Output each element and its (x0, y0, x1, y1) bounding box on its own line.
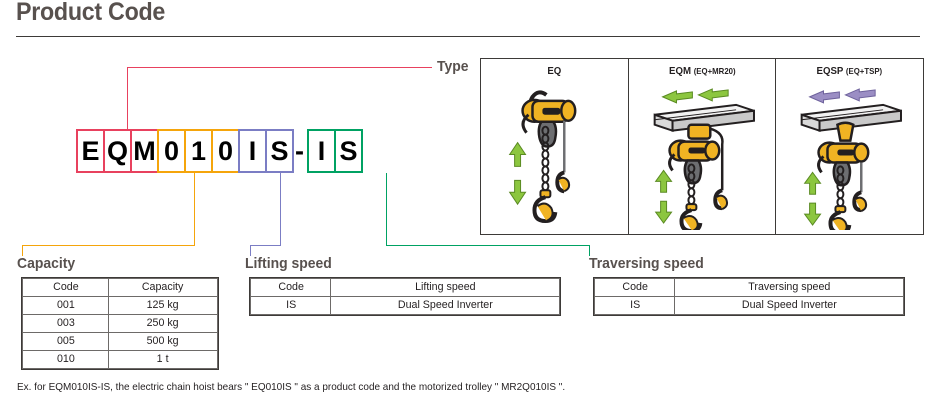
illustration-title-eqsp: EQSP (EQ+TSP) (782, 65, 917, 77)
code-char-lift-s: S (265, 129, 294, 173)
code-group-traversing-speed: I S (307, 129, 363, 173)
illustration-title-eq: EQ (487, 65, 622, 77)
traversing-speed-heading: Traversing speed (589, 255, 704, 272)
traversing-connector-vertical (386, 173, 387, 245)
capacity-value-010: 1 t (109, 350, 217, 369)
capacity-table: Code Capacity 001 125 kg 003 250 kg 005 … (21, 277, 219, 370)
code-char-trav-i: I (307, 129, 336, 173)
illustration-code-eqsp: EQSP (816, 65, 844, 77)
table-row: 003 250 kg (23, 314, 218, 333)
illustration-code-eq: EQ (547, 65, 562, 77)
lifting-connector-vertical (280, 173, 281, 245)
illustration-code-eqm: EQM (668, 65, 691, 77)
illustration-cell-eqsp: EQSP (EQ+TSP) (775, 59, 923, 234)
hoist-type-illustration-panel: EQ (480, 58, 924, 235)
type-label: Type (437, 58, 469, 75)
code-char-trav-s: S (334, 129, 363, 173)
traversing-col-code: Code (595, 278, 675, 297)
illustration-cell-eqm: EQM (EQ+MR20) (627, 59, 776, 234)
capacity-col-code: Code (23, 278, 108, 297)
table-header-row: Code Lifting speed (251, 278, 560, 297)
hoist-icon-eqsp (776, 81, 923, 230)
capacity-value-003: 250 kg (109, 314, 217, 333)
capacity-code-003: 003 (23, 314, 108, 333)
hoist-icon-eqm (629, 81, 776, 230)
table-row: 010 1 t (23, 350, 218, 369)
lifting-speed-heading: Lifting speed (245, 255, 332, 272)
code-group-capacity: 0 1 0 (157, 129, 240, 173)
example-footnote: Ex. for EQM010IS-IS, the electric chain … (17, 381, 566, 393)
traversing-col-value: Traversing speed (677, 278, 901, 297)
code-char-q: Q (103, 129, 132, 173)
code-char-m: M (130, 129, 159, 173)
code-char-e: E (76, 129, 105, 173)
title-divider (16, 36, 920, 37)
lifting-col-value: Lifting speed (333, 278, 557, 297)
lifting-connector-horizontal (250, 245, 281, 246)
illustration-cell-eq: EQ (481, 59, 628, 234)
lifting-col-code: Code (251, 278, 331, 297)
illustration-suffix-eqm: (EQ+MR20) (693, 66, 736, 76)
page-title: Product Code (16, 0, 166, 26)
capacity-value-005: 500 kg (109, 332, 217, 351)
capacity-connector-drop (22, 245, 23, 256)
code-char-cap-1: 1 (184, 129, 213, 173)
table-header-row: Code Capacity (23, 278, 218, 297)
table-row: 001 125 kg (23, 296, 218, 315)
capacity-value-001: 125 kg (109, 296, 217, 315)
lifting-connector-drop (250, 245, 251, 256)
lifting-code-is: IS (251, 296, 331, 315)
code-char-cap-0: 0 (157, 129, 186, 173)
illustration-title-eqm: EQM (EQ+MR20) (635, 65, 770, 77)
capacity-heading: Capacity (17, 255, 76, 272)
capacity-code-010: 010 (23, 350, 108, 369)
illustration-suffix-eqsp: (EQ+TSP) (846, 66, 883, 76)
type-connector-horizontal (127, 67, 432, 68)
capacity-connector-horizontal (22, 245, 195, 246)
traversing-code-is: IS (595, 296, 675, 315)
code-group-type: E Q M (76, 129, 159, 173)
code-separator-hyphen: - (295, 135, 304, 166)
type-connector-vertical (127, 67, 128, 129)
table-row: 005 500 kg (23, 332, 218, 351)
code-char-lift-i: I (238, 129, 267, 173)
lifting-speed-table: Code Lifting speed IS Dual Speed Inverte… (249, 277, 561, 316)
traversing-connector-drop (589, 245, 590, 256)
table-header-row: Code Traversing speed (595, 278, 904, 297)
traversing-connector-horizontal (386, 245, 590, 246)
capacity-code-005: 005 (23, 332, 108, 351)
capacity-code-001: 001 (23, 296, 108, 315)
table-row: IS Dual Speed Inverter (595, 296, 904, 315)
capacity-connector-vertical (194, 173, 195, 245)
code-group-lifting-speed: I S (238, 129, 294, 173)
product-code-string: E Q M 0 1 0 I S - I S (76, 129, 363, 173)
table-row: IS Dual Speed Inverter (251, 296, 560, 315)
traversing-value-is: Dual Speed Inverter (677, 296, 901, 315)
code-char-cap-2: 0 (211, 129, 240, 173)
capacity-col-value: Capacity (109, 278, 217, 297)
traversing-speed-table: Code Traversing speed IS Dual Speed Inve… (593, 277, 905, 316)
hoist-icon-eq (481, 81, 628, 230)
lifting-value-is: Dual Speed Inverter (333, 296, 557, 315)
